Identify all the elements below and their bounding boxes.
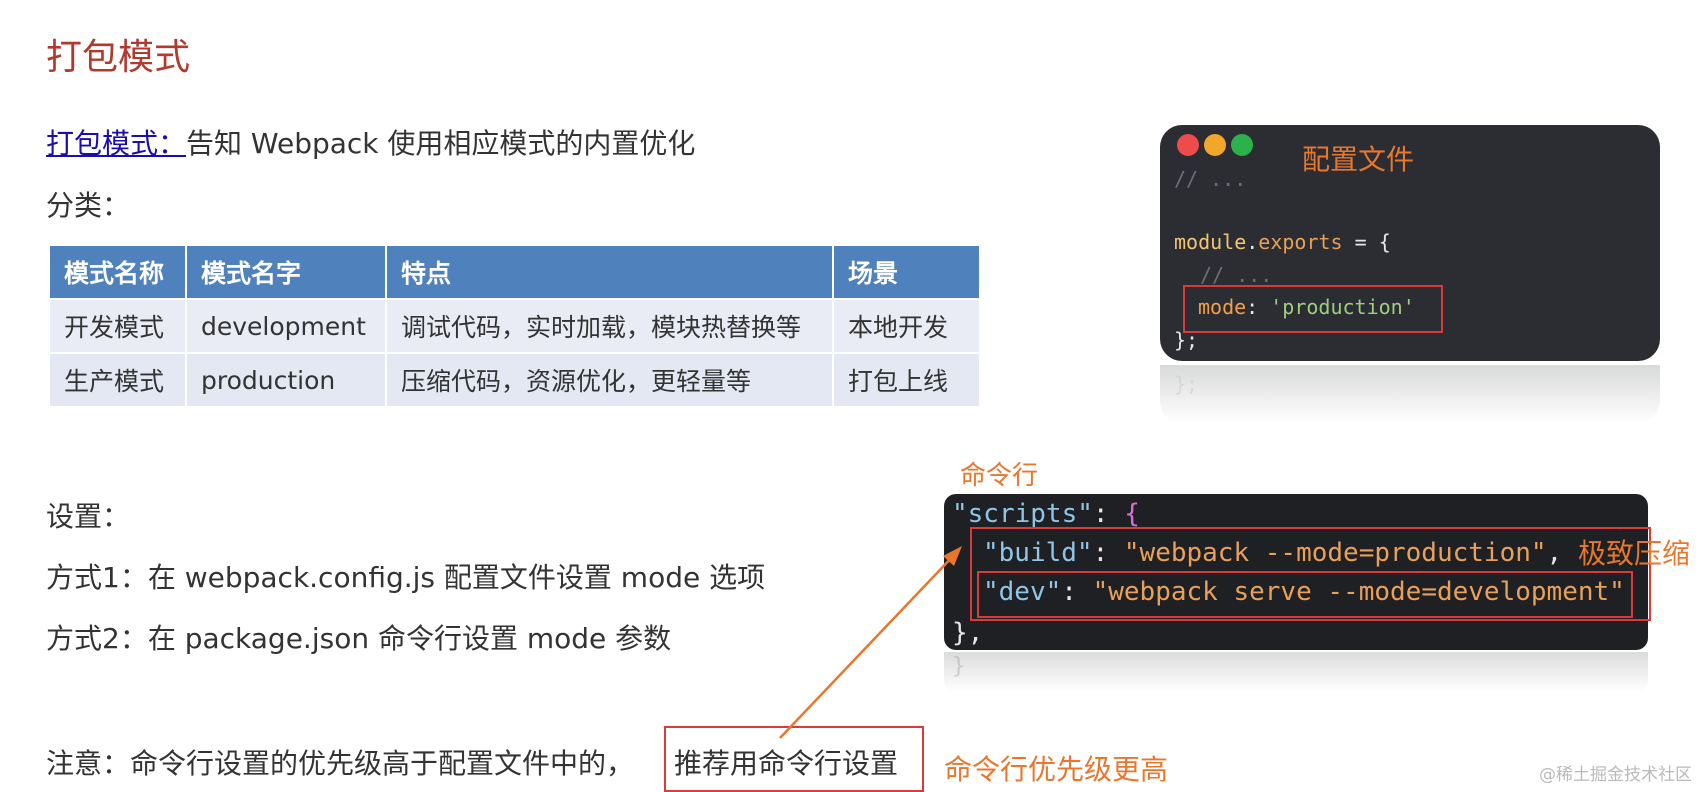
cli-priority-label: 命令行优先级更高: [944, 753, 1169, 786]
code-module-exports: module.exports = {: [1174, 230, 1391, 254]
note-highlight: 推荐用命令行设置: [674, 747, 899, 780]
code-token: :: [1246, 295, 1271, 319]
table-cell: 压缩代码，资源优化，更轻量等: [385, 352, 834, 408]
method1-text: 方式1：在 webpack.config.js 配置文件设置 mode 选项: [46, 561, 766, 594]
table-row: 开发模式 development 调试代码，实时加载，模块热替换等 本地开发: [48, 298, 981, 354]
intro-line: 打包模式：告知 Webpack 使用相应模式的内置优化: [46, 122, 695, 162]
config-code-window: [1160, 125, 1660, 361]
extreme-compress-label: 极致压缩: [1578, 537, 1691, 570]
code-token: = {: [1342, 230, 1391, 254]
table-cell: development: [185, 298, 387, 354]
code-token: "dev": [983, 577, 1062, 607]
reflection-text: };: [1174, 372, 1199, 396]
code-token: "scripts": [952, 499, 1093, 529]
cli-label: 命令行: [960, 461, 1039, 491]
code-token: mode: [1198, 295, 1247, 319]
code-token: {: [1124, 499, 1140, 529]
window-reflection: [1160, 365, 1660, 423]
intro-link[interactable]: 打包模式：: [46, 127, 187, 160]
table-header: 模式名字: [185, 244, 387, 300]
code-mode-line: mode: 'production': [1198, 295, 1415, 319]
code-token: "build": [983, 538, 1093, 568]
table-cell: 生产模式: [48, 352, 187, 408]
table-header: 特点: [385, 244, 834, 300]
code-token: :: [1092, 499, 1125, 529]
code-dev-line: "dev": "webpack serve --mode=development…: [983, 577, 1625, 607]
code-comment: // ...: [1174, 167, 1247, 191]
code-token: 'production': [1270, 295, 1415, 319]
page-title: 打包模式: [46, 37, 191, 78]
code-comment: // ...: [1200, 263, 1273, 287]
code-token: "webpack --mode=production": [1123, 538, 1547, 568]
intro-text: 告知 Webpack 使用相应模式的内置优化: [186, 127, 696, 160]
watermark: @稀土掘金技术社区: [1539, 765, 1692, 785]
arrow-head-icon: [943, 546, 962, 566]
code-token: :: [1061, 577, 1093, 607]
table-header: 模式名称: [48, 244, 187, 300]
code-token: ,: [1546, 538, 1563, 568]
note-text: 注意：命令行设置的优先级高于配置文件中的，: [46, 747, 635, 780]
code-token: module: [1174, 230, 1247, 254]
reflection-text: }: [952, 654, 966, 679]
scripts-highlight-box: [970, 527, 1651, 621]
code-close-brace: },: [952, 618, 984, 648]
table-header: 场景: [832, 244, 981, 300]
table-cell: 打包上线: [832, 352, 981, 408]
dev-highlight-box: [977, 571, 1633, 618]
code-token: .: [1246, 230, 1259, 254]
table-cell: production: [185, 352, 387, 408]
code-token: :: [1092, 538, 1124, 568]
code-build-line: "build": "webpack --mode=production",: [983, 538, 1562, 568]
config-file-label: 配置文件: [1302, 143, 1415, 176]
table-header-row: 模式名称 模式名字 特点 场景: [48, 244, 981, 300]
close-dot-icon: [1177, 134, 1199, 156]
table-row: 生产模式 production 压缩代码，资源优化，更轻量等 打包上线: [48, 352, 981, 408]
table-cell: 本地开发: [832, 298, 981, 354]
code-close-brace: };: [1174, 328, 1199, 352]
minimize-dot-icon: [1204, 134, 1226, 156]
code-scripts-line: "scripts": {: [952, 499, 1140, 529]
code-token: exports: [1258, 230, 1343, 254]
method2-text: 方式2：在 package.json 命令行设置 mode 参数: [46, 622, 672, 655]
window-reflection: [944, 652, 1648, 692]
classification-label: 分类：: [46, 189, 131, 222]
table-cell: 调试代码，实时加载，模块热替换等: [385, 298, 834, 354]
code-token: "webpack serve --mode=development": [1092, 577, 1625, 607]
modes-table: 模式名称 模式名字 特点 场景 开发模式 development 调试代码，实时…: [48, 244, 981, 408]
arrow-line: [779, 552, 957, 739]
mode-highlight-box: [1183, 285, 1443, 333]
maximize-dot-icon: [1231, 134, 1253, 156]
settings-label: 设置：: [46, 500, 131, 533]
table-cell: 开发模式: [48, 298, 187, 354]
